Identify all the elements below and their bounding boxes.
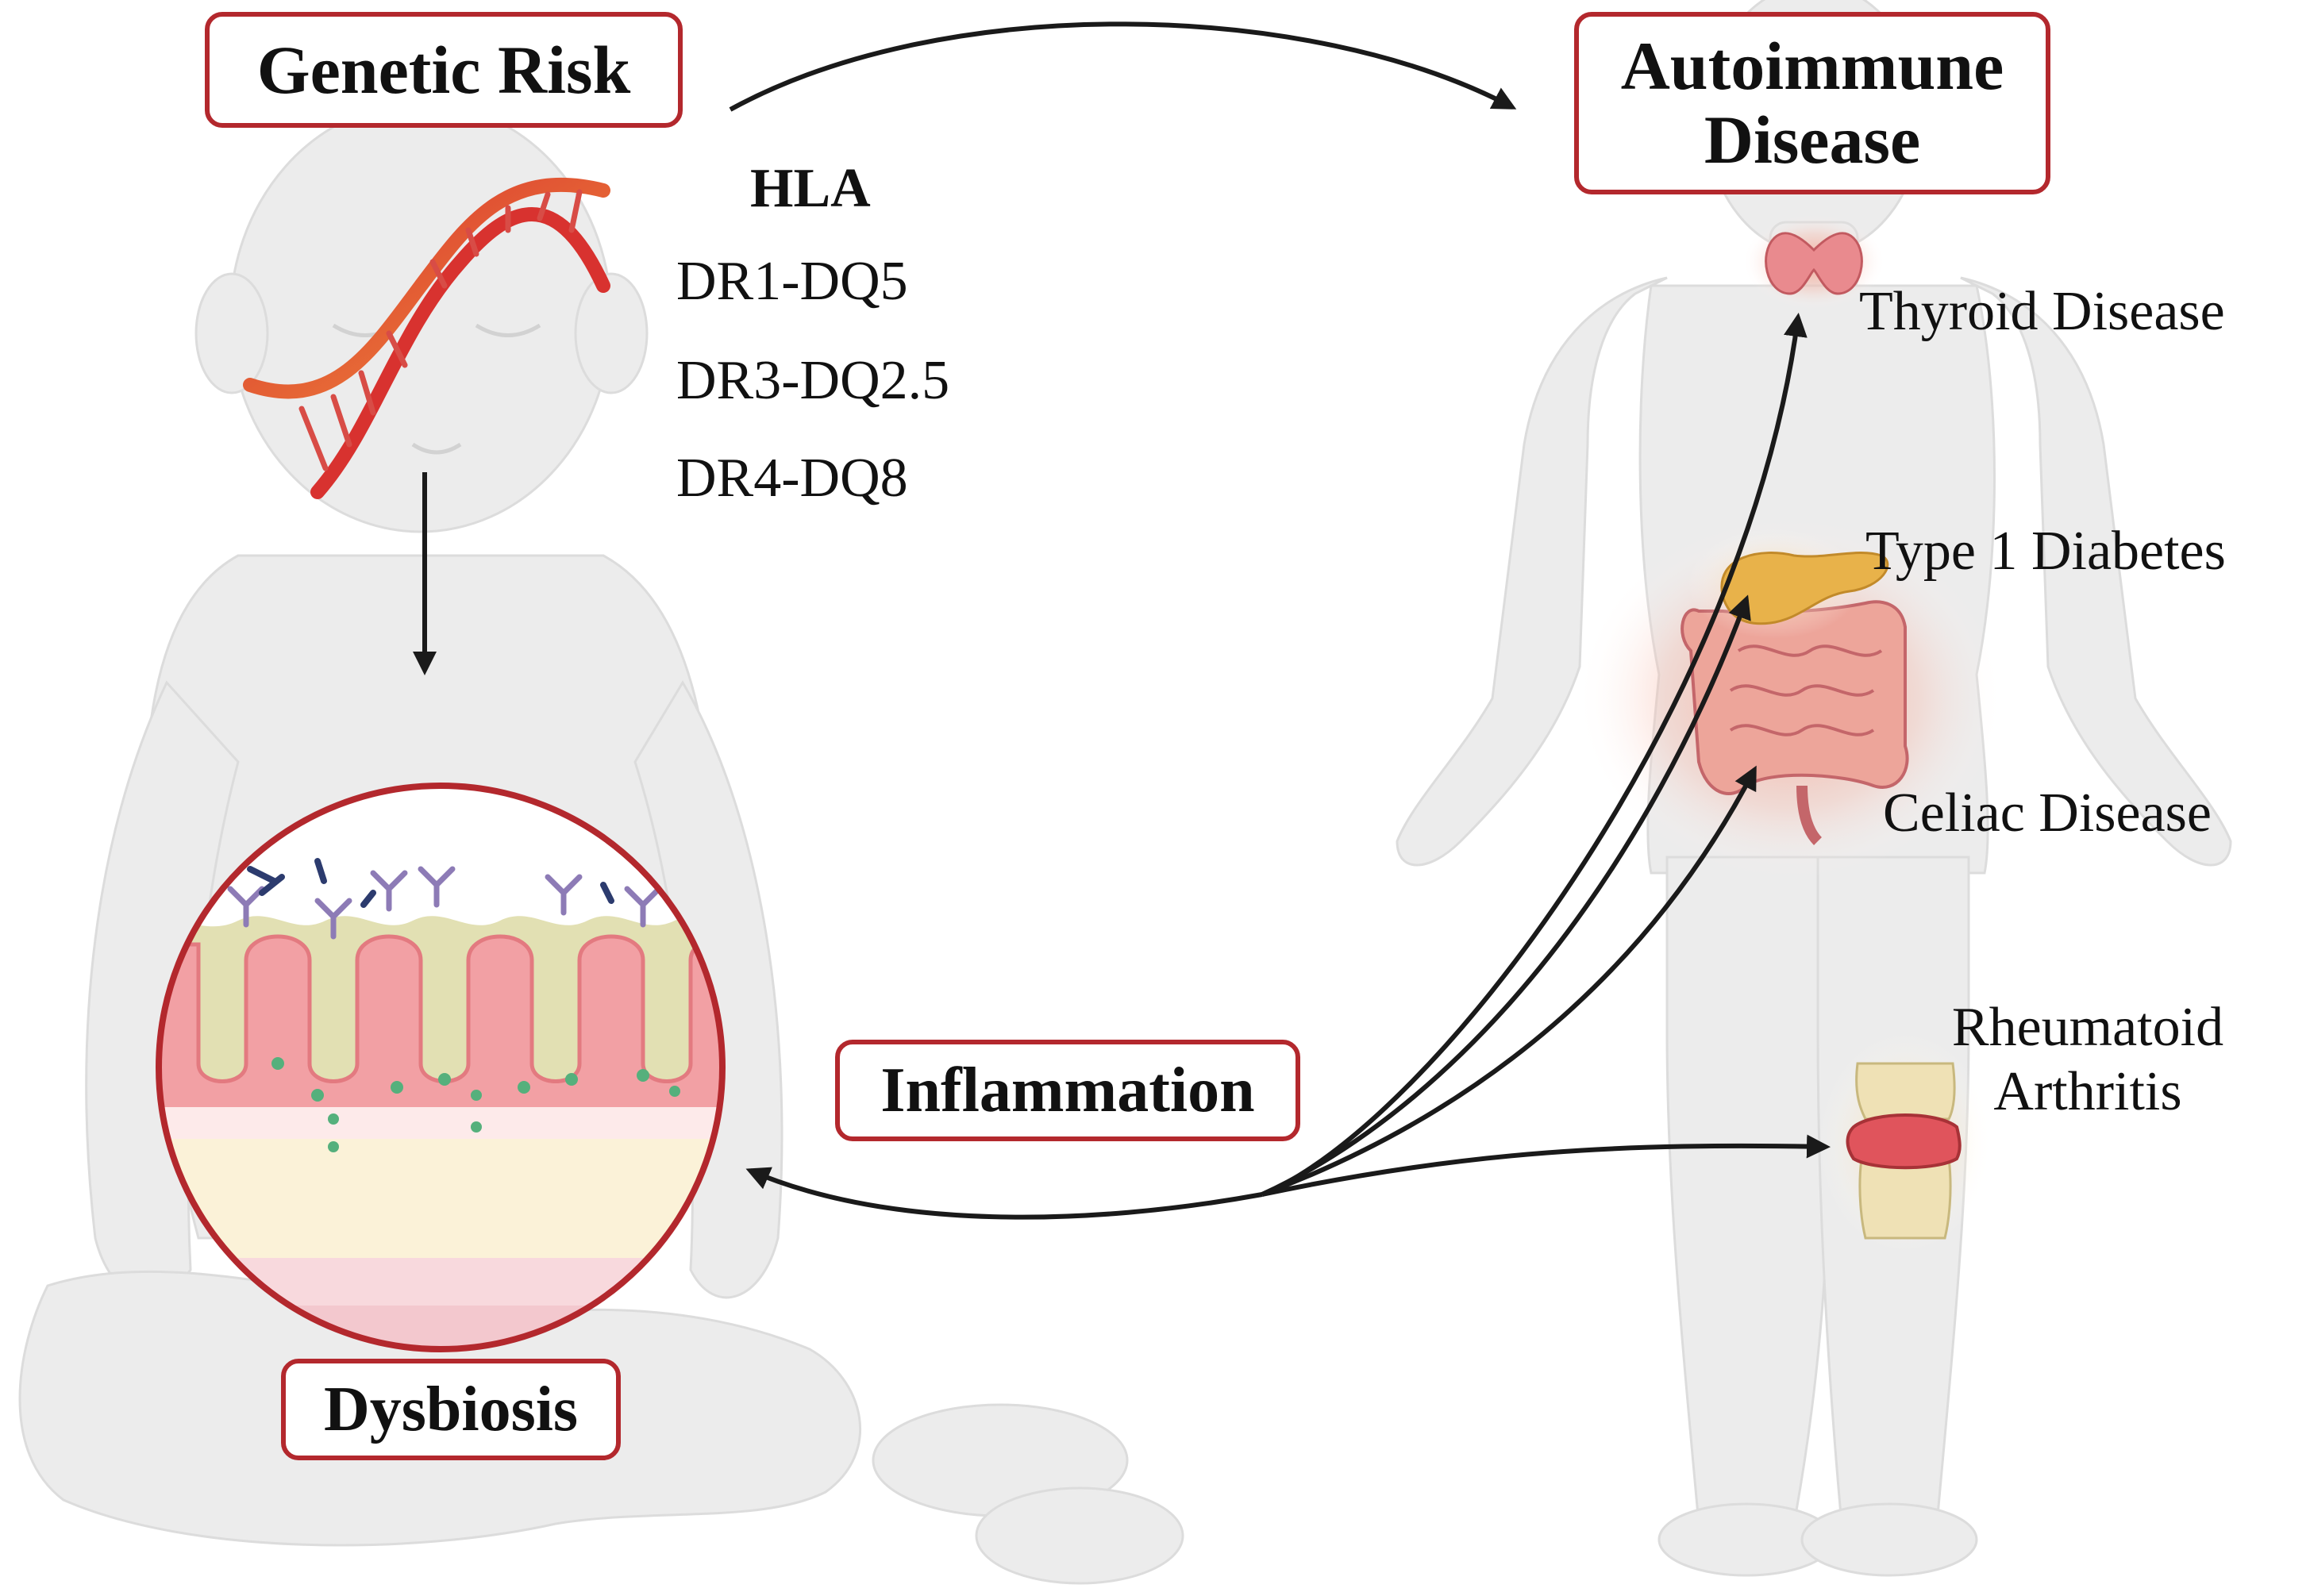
thyroid-disease-label: Thyroid Disease [1859,281,2225,342]
autoimmune-disease-label: Autoimmune Disease [1574,12,2050,194]
arrow-to-knee [1261,1134,1831,1197]
arrows [413,21,1831,1220]
thyroid-organ [1742,214,1885,310]
gut-mucosa-inset [156,783,726,1352]
arrow-genetic-to-autoimmune [729,21,1517,112]
inflammation-label: Inflammation [835,1040,1300,1141]
celiac-disease-label: Celiac Disease [1883,783,2212,844]
arrow-to-pancreas [1261,594,1751,1197]
arrow-to-thyroid [1261,313,1808,1197]
type1-diabetes-label: Type 1 Diabetes [1865,521,2226,582]
hla-haplotype: DR4-DQ8 [676,448,908,509]
dna-helix-icon [243,177,610,499]
knee-joint [1818,1032,1992,1254]
hla-haplotype: DR1-DQ5 [676,251,908,312]
genetic-risk-label: Genetic Risk [205,12,683,128]
intestine-organ [1681,600,1909,845]
arrow-to-intestine [1261,765,1757,1197]
arrow-to-inflammation [745,1167,1263,1220]
hla-haplotype: DR3-DQ2.5 [676,350,950,411]
rheumatoid-arthritis-label: Rheumatoid Arthritis [1951,997,2224,1122]
dysbiosis-label: Dysbiosis [281,1359,621,1460]
hla-title: HLA [750,158,871,219]
